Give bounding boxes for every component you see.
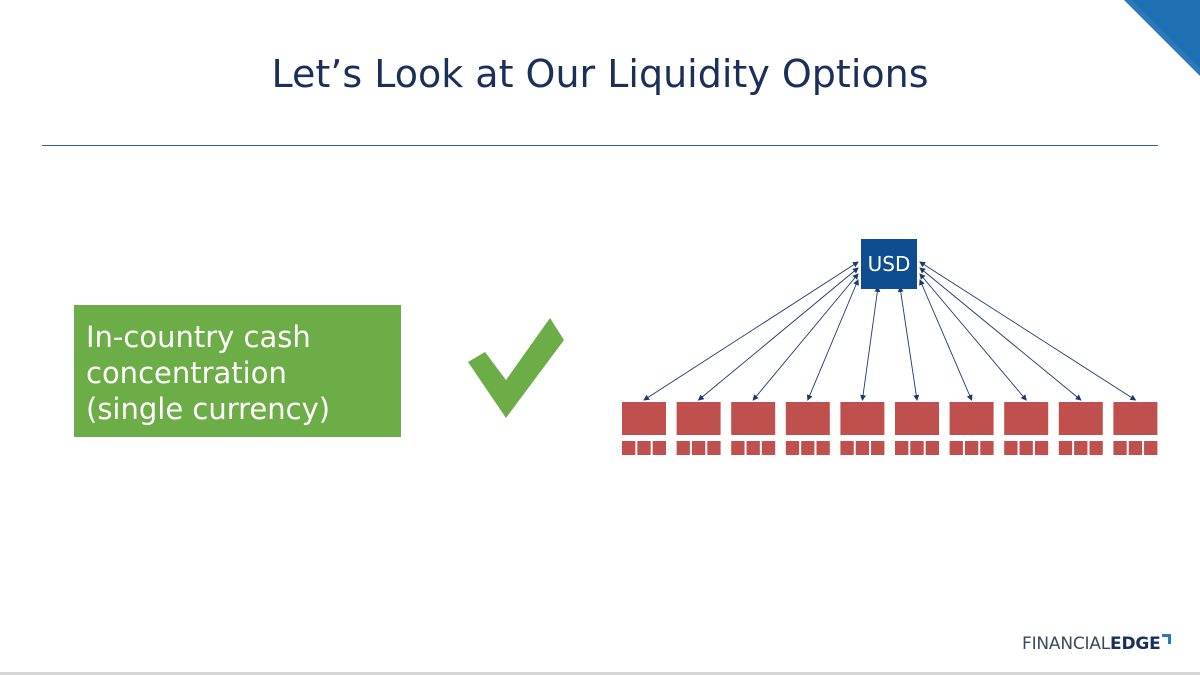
flow-arrow xyxy=(860,286,881,401)
sub-account-box xyxy=(1128,441,1143,455)
flow-arrow xyxy=(643,261,859,401)
sub-account-box xyxy=(1019,441,1033,455)
sub-account-box xyxy=(801,441,815,455)
sub-account-box xyxy=(980,441,994,455)
entity-account-8 xyxy=(1004,402,1049,455)
entity-box xyxy=(840,402,885,435)
sub-account-box xyxy=(1004,441,1018,455)
sub-account-box xyxy=(676,441,690,455)
flow-arrow xyxy=(806,279,859,401)
entity-account-6 xyxy=(895,402,939,455)
entity-account-2 xyxy=(676,402,721,455)
entity-box xyxy=(949,402,994,435)
entity-box xyxy=(676,402,721,435)
sub-account-box xyxy=(707,441,721,455)
sub-account-box xyxy=(895,441,909,455)
flow-arrow xyxy=(752,273,859,401)
entity-box xyxy=(731,402,776,435)
logo-mark-icon xyxy=(1161,634,1171,644)
sub-account-box xyxy=(1089,441,1103,455)
logo-text-edge: EDGE xyxy=(1110,634,1161,654)
sub-account-box xyxy=(840,441,854,455)
checkmark-icon xyxy=(468,318,564,418)
sub-account-box xyxy=(910,441,924,455)
sub-account-box xyxy=(1144,441,1158,455)
logo-text-financial: FINANCIAL xyxy=(1022,634,1111,654)
title-divider xyxy=(42,145,1158,146)
entity-box xyxy=(1004,402,1049,435)
sub-account-box xyxy=(691,441,706,455)
entity-account-4 xyxy=(785,402,830,455)
usd-header-account xyxy=(861,239,917,289)
entity-box xyxy=(622,402,666,435)
flow-arrow xyxy=(697,267,859,401)
flow-arrow xyxy=(919,261,1137,401)
sub-account-box xyxy=(761,441,776,455)
sub-account-box xyxy=(731,441,745,455)
sub-account-box xyxy=(964,441,979,455)
corner-accent xyxy=(1124,0,1200,76)
entity-box xyxy=(1058,402,1103,435)
entity-box xyxy=(895,402,939,435)
sub-account-box xyxy=(871,441,885,455)
entity-account-5 xyxy=(840,402,885,455)
flow-arrow xyxy=(919,273,1027,401)
cash-concentration-diagram xyxy=(622,239,1158,455)
flow-arrow xyxy=(919,267,1082,401)
sub-account-box xyxy=(1113,441,1127,455)
sub-account-box xyxy=(1058,441,1073,455)
sub-account-box xyxy=(746,441,760,455)
sub-account-box xyxy=(949,441,963,455)
sub-account-box xyxy=(855,441,870,455)
sub-account-box xyxy=(925,441,939,455)
financial-edge-logo: FINANCIALEDGE xyxy=(1022,634,1171,654)
entity-account-7 xyxy=(949,402,994,455)
flow-arrow xyxy=(897,286,920,401)
flow-arrow xyxy=(919,279,973,401)
slide-title: Let’s Look at Our Liquidity Options xyxy=(271,52,929,96)
entity-account-10 xyxy=(1113,402,1158,455)
entity-box xyxy=(1113,402,1158,435)
footer-line xyxy=(0,672,1200,675)
option-in-country-cash-concentration: In-country cash concentration (single cu… xyxy=(74,305,401,437)
entity-account-1 xyxy=(622,402,666,455)
sub-account-box xyxy=(785,441,800,455)
entity-account-3 xyxy=(731,402,776,455)
sub-account-box xyxy=(637,441,651,455)
entity-account-9 xyxy=(1058,402,1103,455)
sub-account-box xyxy=(652,441,666,455)
sub-account-box xyxy=(1074,441,1088,455)
sub-account-box xyxy=(622,441,636,455)
sub-account-box xyxy=(1034,441,1049,455)
entity-box xyxy=(785,402,830,435)
sub-account-box xyxy=(816,441,830,455)
